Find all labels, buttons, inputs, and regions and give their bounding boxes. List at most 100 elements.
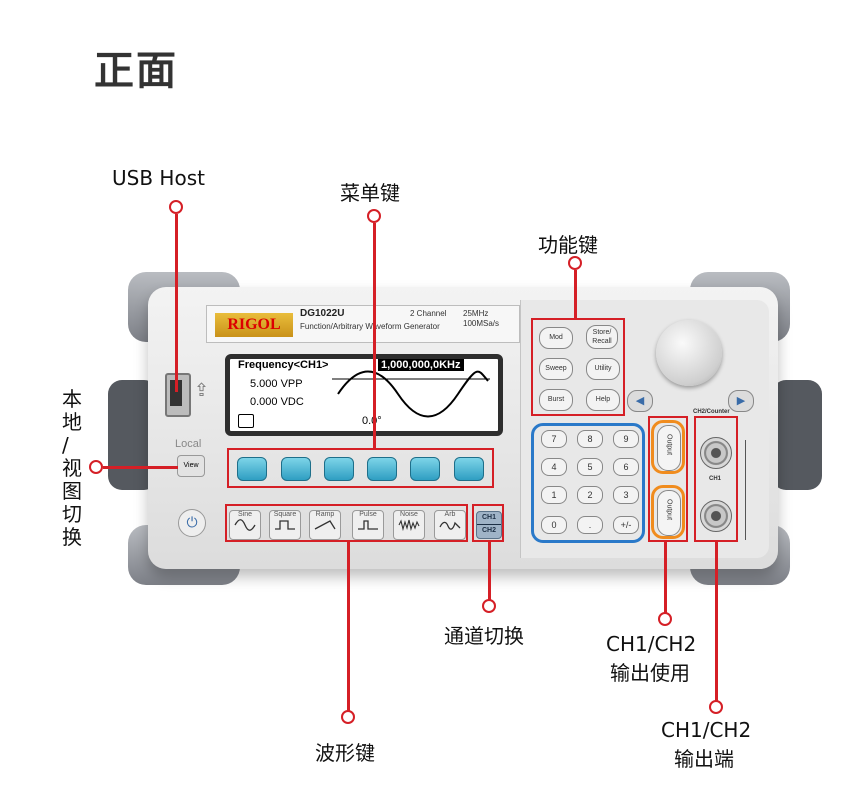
output-port-highlight — [694, 416, 738, 542]
function-keys-highlight — [531, 318, 625, 416]
channel-switch-button[interactable]: CH1 CH2 — [476, 511, 502, 539]
callout-line-wave — [347, 541, 350, 711]
numpad-key-9[interactable]: 9 — [613, 430, 639, 448]
arb-icon — [439, 521, 461, 530]
callout-line-output-enable — [664, 541, 667, 613]
numpad-key-0[interactable]: 0 — [541, 516, 567, 534]
numpad-key-dot[interactable]: . — [577, 516, 603, 534]
wave-label-arb: Arb — [444, 511, 456, 518]
callout-channel-switch: 通道切换 — [444, 624, 524, 648]
ch1-output-orange-ring — [651, 485, 685, 539]
wave-button-ramp[interactable]: Ramp — [309, 510, 341, 540]
ch2-output-button[interactable]: Output — [657, 425, 681, 471]
spec-rate: 100MSa/s — [463, 319, 500, 328]
lcd-screen: Frequency<CH1> 1,000,000,0KHz 5.000 VPP … — [225, 354, 503, 436]
callout-output-enable-line2: 输出使用 — [610, 661, 690, 685]
page-title: 正面 — [94, 48, 178, 94]
callout-line-function — [574, 270, 577, 319]
softkey-3[interactable] — [324, 457, 354, 481]
numpad-key-sign[interactable]: +/- — [613, 516, 639, 534]
model-name: DG1022U — [300, 308, 345, 319]
sweep-button[interactable]: Sweep — [539, 358, 573, 380]
wave-button-sine[interactable]: Sine — [229, 510, 261, 540]
callout-line-menu — [373, 223, 376, 449]
ch1-output-button[interactable]: Output — [657, 490, 681, 536]
ramp-icon — [314, 520, 336, 530]
numpad-key-5[interactable]: 5 — [577, 458, 603, 476]
numpad-key-6[interactable]: 6 — [613, 458, 639, 476]
store-recall-button[interactable]: Store/ Recall — [586, 325, 618, 349]
pulse-icon — [358, 520, 378, 530]
power-button[interactable]: ⏻ — [178, 509, 206, 537]
callout-wave-keys: 波形键 — [315, 741, 375, 765]
callout-dot-function — [568, 256, 582, 270]
screen-offset: 0.000 VDC — [250, 396, 304, 408]
softkey-2[interactable] — [281, 457, 311, 481]
right-arrow-button[interactable]: ▶ — [728, 390, 754, 412]
burst-button[interactable]: Burst — [539, 389, 573, 411]
right-handle — [772, 380, 822, 490]
callout-dot-output-port — [709, 700, 723, 714]
ch2-bnc-connector[interactable] — [700, 437, 732, 469]
view-button[interactable]: View — [177, 455, 205, 477]
callout-output-port-line1: CH1/CH2 — [661, 718, 752, 742]
model-subtitle: Function/Arbitrary Waveform Generator — [300, 322, 440, 331]
spec-freq: 25MHz — [463, 309, 489, 318]
ch1-label: CH1 — [481, 514, 496, 521]
wave-button-pulse[interactable]: Pulse — [352, 510, 384, 540]
ch1-bnc-connector[interactable] — [700, 500, 732, 532]
callout-dot-usb — [169, 200, 183, 214]
wave-button-noise[interactable]: Noise — [393, 510, 425, 540]
channel-switch-highlight — [472, 504, 504, 542]
callout-dot-wave — [341, 710, 355, 724]
callout-dot-local — [89, 460, 103, 474]
usb-slot — [170, 380, 182, 406]
numpad-key-1[interactable]: 1 — [541, 486, 567, 504]
callout-output-enable-line1: CH1/CH2 — [606, 632, 697, 656]
port-side-bar — [745, 440, 746, 540]
wave-label-ramp: Ramp — [315, 511, 335, 518]
wave-label-pulse: Pulse — [359, 511, 377, 518]
softkey-4[interactable] — [367, 457, 397, 481]
mod-button[interactable]: Mod — [539, 327, 573, 349]
wave-button-square[interactable]: Square — [269, 510, 301, 540]
local-label: Local — [175, 438, 202, 450]
utility-button[interactable]: Utility — [586, 358, 620, 380]
file-icon — [238, 414, 254, 428]
numpad-group — [531, 423, 645, 543]
softkey-5[interactable] — [410, 457, 440, 481]
softkey-6[interactable] — [454, 457, 484, 481]
callout-output-port-line2: 输出端 — [674, 747, 734, 771]
numpad-key-3[interactable]: 3 — [613, 486, 639, 504]
left-arrow-icon: ◀ — [635, 394, 645, 407]
rotary-knob[interactable] — [656, 320, 722, 386]
sine-icon — [234, 519, 256, 531]
left-arrow-button[interactable]: ◀ — [627, 390, 653, 412]
menu-keys-highlight — [227, 448, 494, 488]
callout-line-local — [103, 466, 178, 469]
callout-dot-output-enable — [658, 612, 672, 626]
screen-phase: 0.0° — [362, 415, 382, 427]
ch1-output-label: Output — [665, 499, 673, 521]
power-icon: ⏻ — [186, 515, 198, 531]
numpad-key-4[interactable]: 4 — [541, 458, 567, 476]
ch2-label: CH2 — [477, 524, 501, 537]
numpad-key-8[interactable]: 8 — [577, 430, 603, 448]
spec-block: 25MHz 100MSa/s — [463, 309, 499, 329]
brand-logo: RIGOL — [215, 313, 293, 337]
help-button[interactable]: Help — [586, 389, 620, 411]
callout-line-usb — [175, 214, 178, 392]
numpad-key-2[interactable]: 2 — [577, 486, 603, 504]
wave-label-square: Square — [273, 511, 297, 518]
square-wave-icon — [275, 520, 295, 530]
callout-line-output-port — [715, 541, 718, 701]
wave-keys-highlight — [225, 504, 468, 542]
callout-function-keys: 功能键 — [538, 233, 598, 257]
wave-button-arb[interactable]: Arb — [434, 510, 466, 540]
callout-usb-host: USB Host — [112, 166, 205, 190]
ch1-port-label: CH1 — [709, 476, 722, 482]
callout-menu-keys: 菜单键 — [340, 181, 400, 205]
screen-amplitude: 5.000 VPP — [250, 378, 303, 390]
softkey-1[interactable] — [237, 457, 267, 481]
numpad-key-7[interactable]: 7 — [541, 430, 567, 448]
